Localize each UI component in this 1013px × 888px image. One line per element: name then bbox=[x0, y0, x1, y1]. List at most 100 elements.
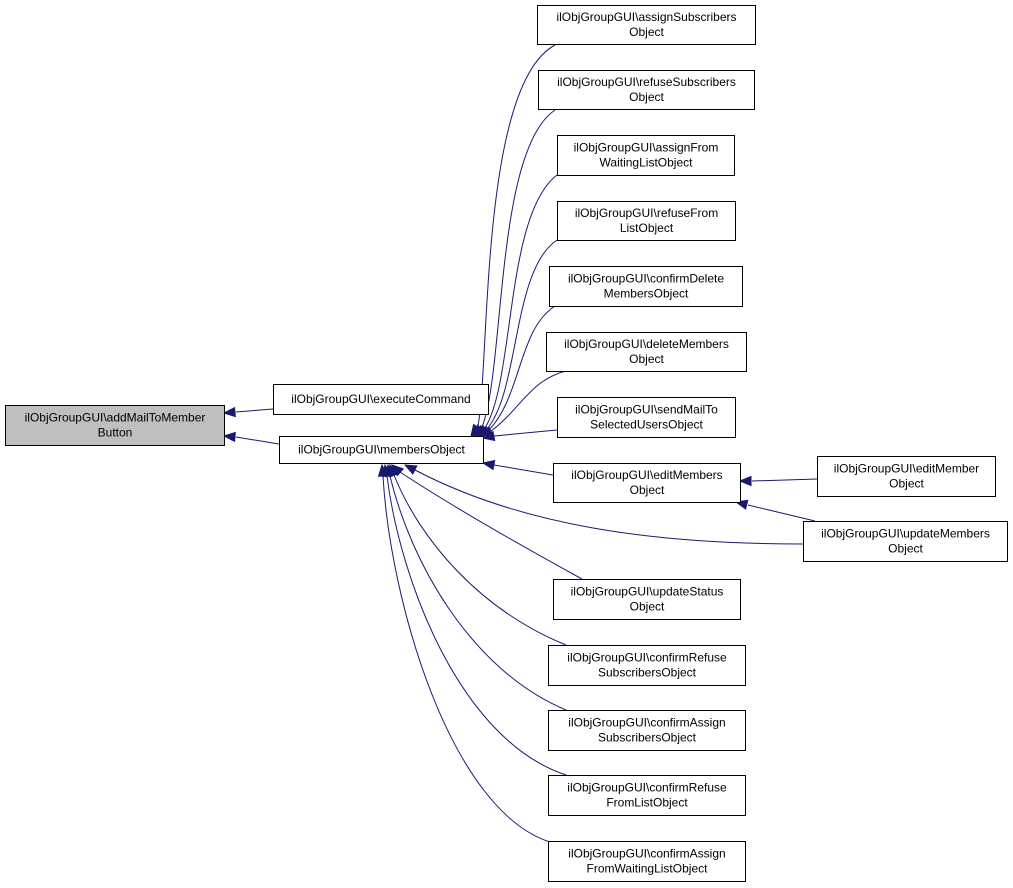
edge-arrowhead bbox=[481, 459, 496, 471]
node-box bbox=[546, 332, 747, 372]
node-box bbox=[817, 456, 996, 497]
edge-line bbox=[493, 429, 558, 437]
node-label-line: ilObjGroupGUI\confirmAssign bbox=[568, 716, 725, 730]
edge-arrowhead bbox=[403, 464, 418, 475]
node-label-line: SubscribersObject bbox=[598, 666, 697, 680]
node-box bbox=[548, 645, 746, 686]
edge-deleteMembersObject-to-membersObject bbox=[479, 370, 567, 437]
edge-line bbox=[382, 475, 551, 843]
edge-sendMailToSelectedUsersObject-to-membersObject bbox=[481, 429, 558, 442]
node-membersObject[interactable]: ilObjGroupGUI\membersObject bbox=[279, 436, 484, 464]
edge-arrowhead bbox=[738, 475, 752, 487]
node-label-line: MembersObject bbox=[604, 287, 689, 301]
edge-executeCommand-to-addMailToMemberButton bbox=[222, 406, 274, 418]
edge-line bbox=[488, 305, 556, 431]
node-label-line: WaitingListObject bbox=[600, 156, 694, 170]
edge-line bbox=[386, 475, 567, 776]
edge-updateMembersObject-to-editMembersObject bbox=[734, 499, 816, 522]
node-box bbox=[548, 710, 746, 751]
edge-line bbox=[393, 474, 567, 646]
edge-line bbox=[414, 469, 804, 545]
node-label-line: ilObjGroupGUI\refuseSubscribers bbox=[557, 75, 736, 89]
edge-updateMembersObject-to-membersObject bbox=[403, 464, 804, 545]
edge-line bbox=[235, 436, 280, 445]
edge-line bbox=[235, 408, 274, 413]
node-label-line: ilObjGroupGUI\editMembers bbox=[571, 468, 722, 482]
edge-membersObject-to-addMailToMemberButton bbox=[222, 431, 280, 445]
node-label-line: ilObjGroupGUI\addMailToMember bbox=[25, 411, 206, 425]
node-box bbox=[803, 521, 1008, 562]
node-label-line: ilObjGroupGUI\updateStatus bbox=[571, 585, 724, 599]
edge-editMemberObject-to-editMembersObject bbox=[738, 475, 818, 487]
node-box bbox=[557, 135, 735, 176]
nodes-layer: ilObjGroupGUI\addMailToMemberButtonilObj… bbox=[5, 5, 1008, 882]
edge-line bbox=[389, 475, 567, 711]
edge-line bbox=[751, 478, 818, 482]
edge-confirmRefuseFromListObject-to-membersObject bbox=[381, 463, 567, 776]
edge-line bbox=[490, 370, 567, 432]
node-box bbox=[5, 405, 225, 446]
edge-arrowhead bbox=[222, 406, 236, 418]
node-label-line: ilObjGroupGUI\refuseFrom bbox=[575, 206, 718, 220]
node-label-line: ListObject bbox=[620, 221, 674, 235]
node-label-line: ilObjGroupGUI\confirmAssign bbox=[568, 847, 725, 861]
node-label-line: ilObjGroupGUI\confirmDelete bbox=[568, 272, 724, 286]
node-label-line: Button bbox=[98, 426, 133, 440]
node-label-line: Object bbox=[629, 90, 664, 104]
node-label-line: ilObjGroupGUI\deleteMembers bbox=[564, 337, 729, 351]
edge-line bbox=[481, 109, 556, 428]
edge-line bbox=[399, 471, 583, 580]
node-box bbox=[553, 579, 741, 620]
node-box bbox=[557, 397, 736, 438]
edge-line bbox=[486, 239, 558, 430]
node-label-line: ilObjGroupGUI\assignSubscribers bbox=[556, 10, 736, 24]
node-confirmRefuseFromListObject[interactable]: ilObjGroupGUI\confirmRefuseFromListObjec… bbox=[548, 775, 746, 816]
node-label-line: ilObjGroupGUI\updateMembers bbox=[821, 527, 990, 541]
node-label-line: Object bbox=[629, 25, 664, 39]
node-label-line: ilObjGroupGUI\confirmRefuse bbox=[567, 781, 727, 795]
edge-line bbox=[747, 504, 816, 522]
node-label-line: ilObjGroupGUI\editMember bbox=[834, 462, 979, 476]
node-label-line: Object bbox=[630, 600, 665, 614]
edge-arrowhead bbox=[377, 463, 389, 477]
node-box bbox=[279, 436, 484, 464]
node-label-line: SelectedUsersObject bbox=[590, 418, 703, 432]
node-executeCommand[interactable]: ilObjGroupGUI\executeCommand bbox=[273, 384, 489, 415]
edge-line bbox=[493, 464, 554, 476]
node-sendMailToSelectedUsersObject[interactable]: ilObjGroupGUI\sendMailToSelectedUsersObj… bbox=[557, 397, 736, 438]
node-box bbox=[538, 70, 755, 110]
node-box bbox=[557, 201, 736, 241]
node-box bbox=[537, 5, 756, 45]
node-label-line: SubscribersObject bbox=[598, 731, 697, 745]
node-assignFromWaitingListObject[interactable]: ilObjGroupGUI\assignFromWaitingListObjec… bbox=[557, 135, 735, 176]
node-box bbox=[553, 463, 741, 503]
node-label-line: Object bbox=[888, 542, 923, 556]
node-confirmRefuseSubscribersObject[interactable]: ilObjGroupGUI\confirmRefuseSubscribersOb… bbox=[548, 645, 746, 686]
edge-line bbox=[484, 174, 558, 429]
node-label-line: FromListObject bbox=[606, 796, 688, 810]
node-box bbox=[273, 384, 489, 415]
node-label-line: ilObjGroupGUI\assignFrom bbox=[574, 141, 719, 155]
node-label-line: ilObjGroupGUI\confirmRefuse bbox=[567, 651, 727, 665]
edge-editMembersObject-to-membersObject bbox=[481, 459, 554, 476]
node-label-line: Object bbox=[630, 483, 665, 497]
node-confirmAssignFromWaitingListObject[interactable]: ilObjGroupGUI\confirmAssignFromWaitingLi… bbox=[548, 841, 746, 882]
node-label-line: ilObjGroupGUI\membersObject bbox=[298, 443, 465, 457]
node-box bbox=[549, 266, 743, 307]
edges-layer bbox=[222, 44, 818, 843]
node-label-line: ilObjGroupGUI\sendMailTo bbox=[575, 403, 718, 417]
node-box bbox=[548, 841, 746, 882]
node-confirmAssignSubscribersObject[interactable]: ilObjGroupGUI\confirmAssignSubscribersOb… bbox=[548, 710, 746, 751]
edge-confirmAssignSubscribersObject-to-membersObject bbox=[384, 463, 567, 711]
